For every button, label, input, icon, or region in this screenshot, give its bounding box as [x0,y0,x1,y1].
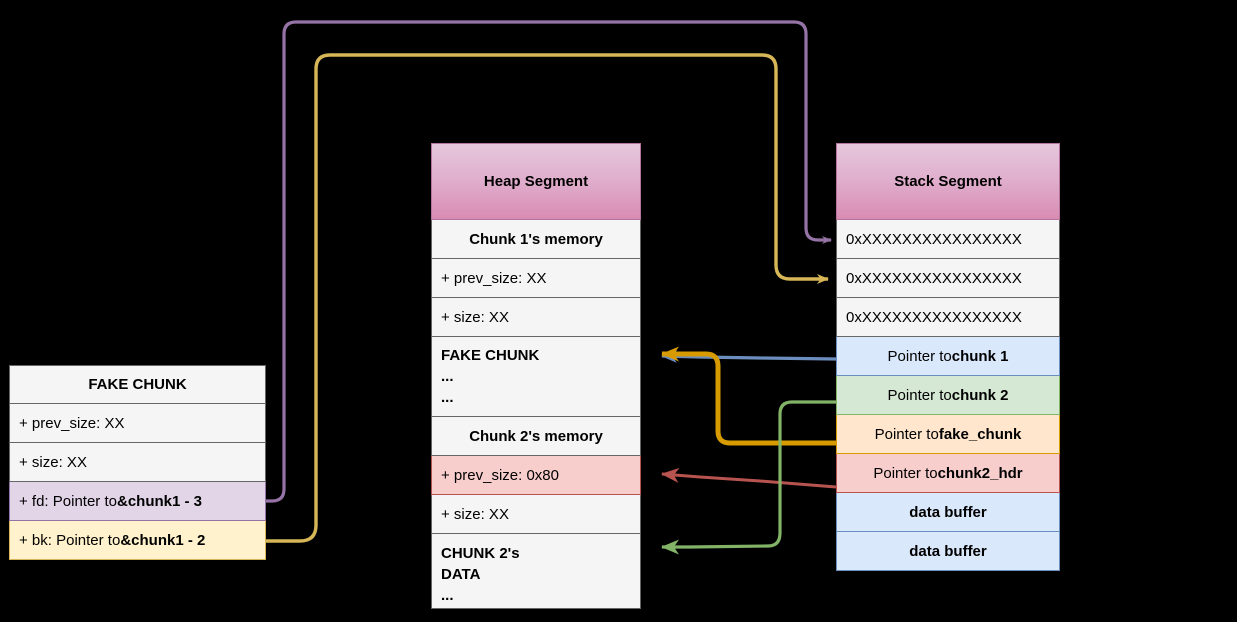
heap-row-chunk2-size: + size: XX [431,495,641,534]
stack-addr-3-label: 0xXXXXXXXXXXXXXXXX [846,308,1022,326]
stack-pointer-chunk2-label: Pointer to [887,386,952,404]
stack-addr-1-label: 0xXXXXXXXXXXXXXXXX [846,230,1022,248]
stack-row-data-buffer-1: data buffer [836,493,1060,532]
fake-chunk-row-size: + size: XX [9,443,266,482]
fake-chunk-box: FAKE CHUNK + prev_size: XX + size: XX + … [9,365,266,560]
stack-pointer-fake-chunk-label: Pointer to [874,425,939,443]
fake-chunk-title: FAKE CHUNK [9,365,266,404]
heap-segment-title: Heap Segment [431,143,641,220]
stack-data-buffer-2-label: data buffer [909,542,987,560]
heap-segment-box: Heap Segment Chunk 1's memory + prev_siz… [431,143,641,609]
stack-segment-box: Stack Segment 0xXXXXXXXXXXXXXXXX 0xXXXXX… [836,143,1060,571]
stack-data-buffer-1-label: data buffer [909,503,987,521]
stack-addr-2-label: 0xXXXXXXXXXXXXXXXX [846,269,1022,287]
wire-chunk2-ptr-to-chunk2-data [661,400,836,555]
heap-fake-chunk-label: FAKE CHUNK [441,347,540,364]
wire-fake-chunk-ptr-to-fake-chunk [661,346,836,446]
heap-chunk1-memory-label: Chunk 1's memory [469,230,603,248]
stack-row-addr-3: 0xXXXXXXXXXXXXXXXX [836,298,1060,337]
heap-row-fake-chunk: FAKE CHUNK ... ... [431,337,641,417]
heap-row-chunk2-prev-size: + prev_size: 0x80 [431,456,641,495]
fake-chunk-fd-target: &chunk1 - 3 [116,492,203,510]
fake-chunk-bk-label: + bk: Pointer to [19,531,121,549]
fake-chunk-row-bk: + bk: Pointer to &chunk1 - 2 [9,521,266,560]
stack-pointer-chunk1-target: chunk 1 [951,347,1009,365]
stack-segment-title: Stack Segment [836,143,1060,220]
stack-row-addr-2: 0xXXXXXXXXXXXXXXXX [836,259,1060,298]
heap-row-chunk1-memory: Chunk 1's memory [431,220,641,259]
heap-chunk2-data-label-2: DATA [441,566,481,583]
heap-fake-chunk-ellipsis-1: ... [441,368,454,385]
heap-chunk2-memory-label: Chunk 2's memory [469,427,603,445]
fake-chunk-bk-target: &chunk1 - 2 [120,531,206,549]
stack-pointer-chunk2-target: chunk 2 [951,386,1009,404]
stack-pointer-fake-chunk-target: fake_chunk [938,425,1022,443]
heap-chunk2-size-label: + size: XX [441,505,509,523]
heap-chunk1-size-label: + size: XX [441,308,509,326]
fake-chunk-prev-size-label: + prev_size: XX [19,414,125,432]
stack-pointer-chunk2-hdr-label: Pointer to [873,464,938,482]
stack-pointer-chunk2-hdr-target: chunk2_hdr [937,464,1023,482]
heap-fake-chunk-ellipsis-2: ... [441,389,454,406]
stack-row-addr-1: 0xXXXXXXXXXXXXXXXX [836,220,1060,259]
heap-chunk2-data-label: CHUNK 2's [441,545,520,562]
heap-row-chunk2-memory: Chunk 2's memory [431,417,641,456]
stack-pointer-chunk1-label: Pointer to [887,347,952,365]
fake-chunk-row-prev-size: + prev_size: XX [9,404,266,443]
stack-row-data-buffer-2: data buffer [836,532,1060,571]
stack-row-pointer-to-chunk2-hdr: Pointer to chunk2_hdr [836,454,1060,493]
heap-chunk2-data-ellipsis: ... [441,587,454,604]
heap-chunk1-prev-size-label: + prev_size: XX [441,269,547,287]
stack-row-pointer-to-chunk2: Pointer to chunk 2 [836,376,1060,415]
heap-row-chunk1-prev-size: + prev_size: XX [431,259,641,298]
stack-row-pointer-to-chunk1: Pointer to chunk 1 [836,337,1060,376]
heap-chunk2-prev-size-label: + prev_size: 0x80 [441,466,559,484]
wire-chunk2-hdr-ptr-to-prev-size [661,467,837,489]
heap-row-chunk1-size: + size: XX [431,298,641,337]
heap-row-chunk2-data: CHUNK 2's DATA ... [431,534,641,609]
wire-chunk1-ptr-to-fake-chunk [661,349,837,363]
fake-chunk-fd-label: + fd: Pointer to [19,492,117,510]
fake-chunk-row-fd: + fd: Pointer to &chunk1 - 3 [9,482,266,521]
fake-chunk-size-label: + size: XX [19,453,87,471]
stack-row-pointer-to-fake-chunk: Pointer to fake_chunk [836,415,1060,454]
